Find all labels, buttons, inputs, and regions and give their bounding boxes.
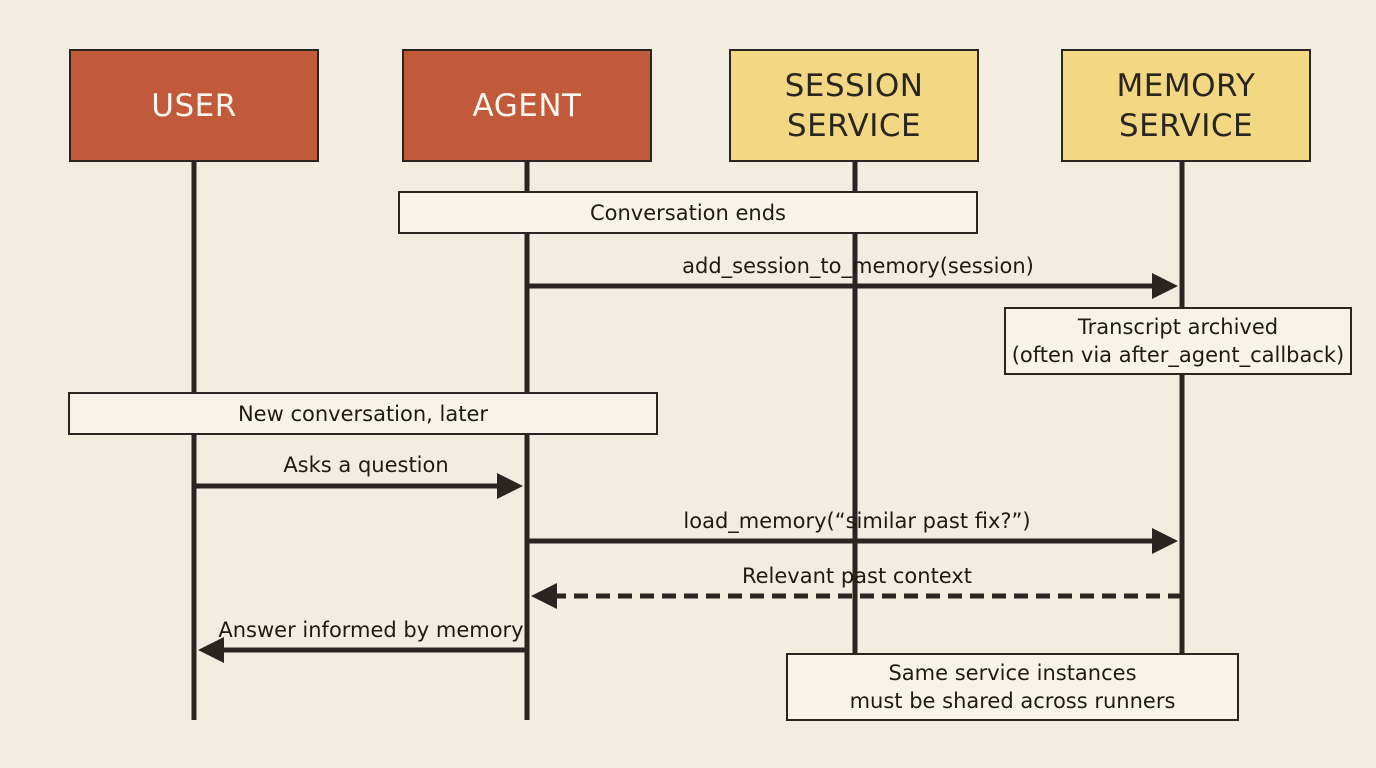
note-shared-instances-line1: Same service instances — [888, 661, 1137, 685]
note-shared-instances-line2: must be shared across runners — [849, 689, 1176, 713]
arrowhead-add-session — [1152, 273, 1178, 299]
note-new-conversation: New conversation, later — [68, 392, 658, 435]
arrowhead-load-memory — [1152, 528, 1178, 554]
message-label-relevant-context: Relevant past context — [741, 564, 973, 588]
note-conversation-ends-text: Conversation ends — [589, 200, 786, 225]
note-conversation-ends: Conversation ends — [398, 191, 978, 234]
note-transcript-archived: Transcript archived (often via after_age… — [1004, 307, 1352, 375]
arrowhead-asks-question — [497, 473, 523, 499]
actor-agent: AGENT — [402, 49, 652, 162]
actor-agent-label: AGENT — [472, 87, 582, 124]
message-label-answer-informed: Answer informed by memory — [218, 618, 524, 642]
note-new-conversation-text: New conversation, later — [237, 401, 489, 426]
actor-session-service-label-line2: SERVICE — [786, 107, 922, 144]
arrowhead-relevant-context — [531, 583, 557, 609]
message-label-asks-question: Asks a question — [283, 453, 449, 477]
actor-user: USER — [69, 49, 319, 162]
actor-session-service-label-line1: SESSION — [784, 67, 924, 104]
actor-memory-service-label-line1: MEMORY — [1116, 67, 1256, 104]
actor-memory-service: MEMORY SERVICE — [1061, 49, 1311, 162]
actor-memory-service-label-line2: SERVICE — [1118, 107, 1254, 144]
note-transcript-archived-line2: (often via after_agent_callback) — [1011, 343, 1345, 367]
actor-user-label: USER — [151, 87, 237, 124]
arrowhead-answer-informed — [198, 637, 224, 663]
actor-session-service: SESSION SERVICE — [729, 49, 979, 162]
note-transcript-archived-line1: Transcript archived — [1077, 315, 1279, 339]
message-label-add-session: add_session_to_memory(session) — [682, 254, 1034, 278]
message-label-load-memory: load_memory(“similar past fix?”) — [683, 509, 1031, 533]
note-shared-instances: Same service instances must be shared ac… — [786, 653, 1239, 721]
